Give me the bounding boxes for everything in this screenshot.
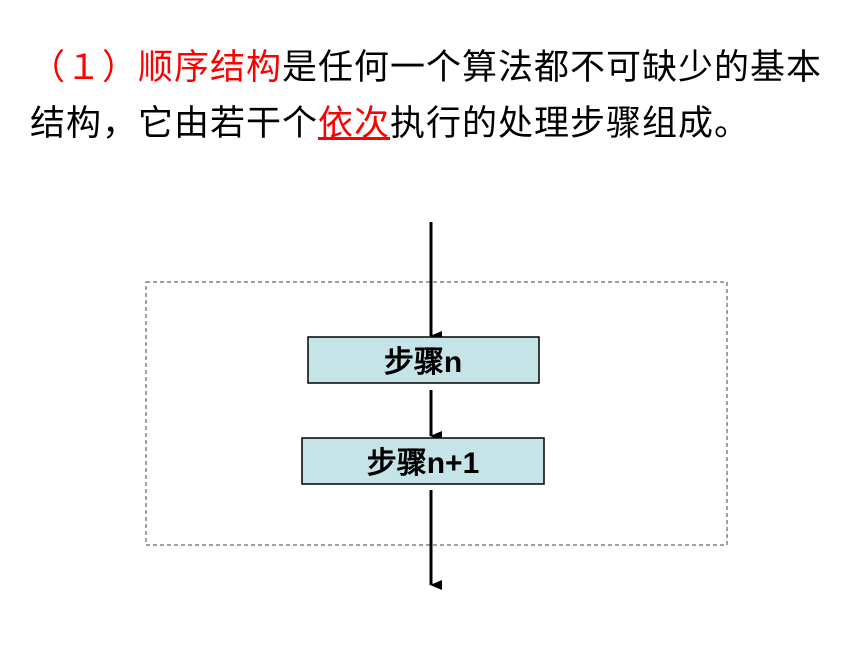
step-n-plus-1-label: 步骤n+1 [367, 447, 480, 480]
step-n-plus-1-box [301, 437, 545, 485]
sequence-structure-title: （１）顺序结构 [30, 48, 283, 88]
description-paragraph: （１）顺序结构是任何一个算法都不可缺少的基本结构，它由若干个依次执行的处理步骤组… [30, 40, 830, 152]
description-text-1: 是任何一个算法都不可缺少的基本结构，它由若干个 [30, 48, 823, 144]
sequentially-keyword: 依次 [318, 104, 391, 144]
description-text-2: 执行的处理步骤组成。 [390, 104, 751, 144]
step-n-label: 步骤n [384, 346, 462, 379]
step-n-box [307, 336, 540, 384]
dashed-frame [145, 281, 728, 546]
